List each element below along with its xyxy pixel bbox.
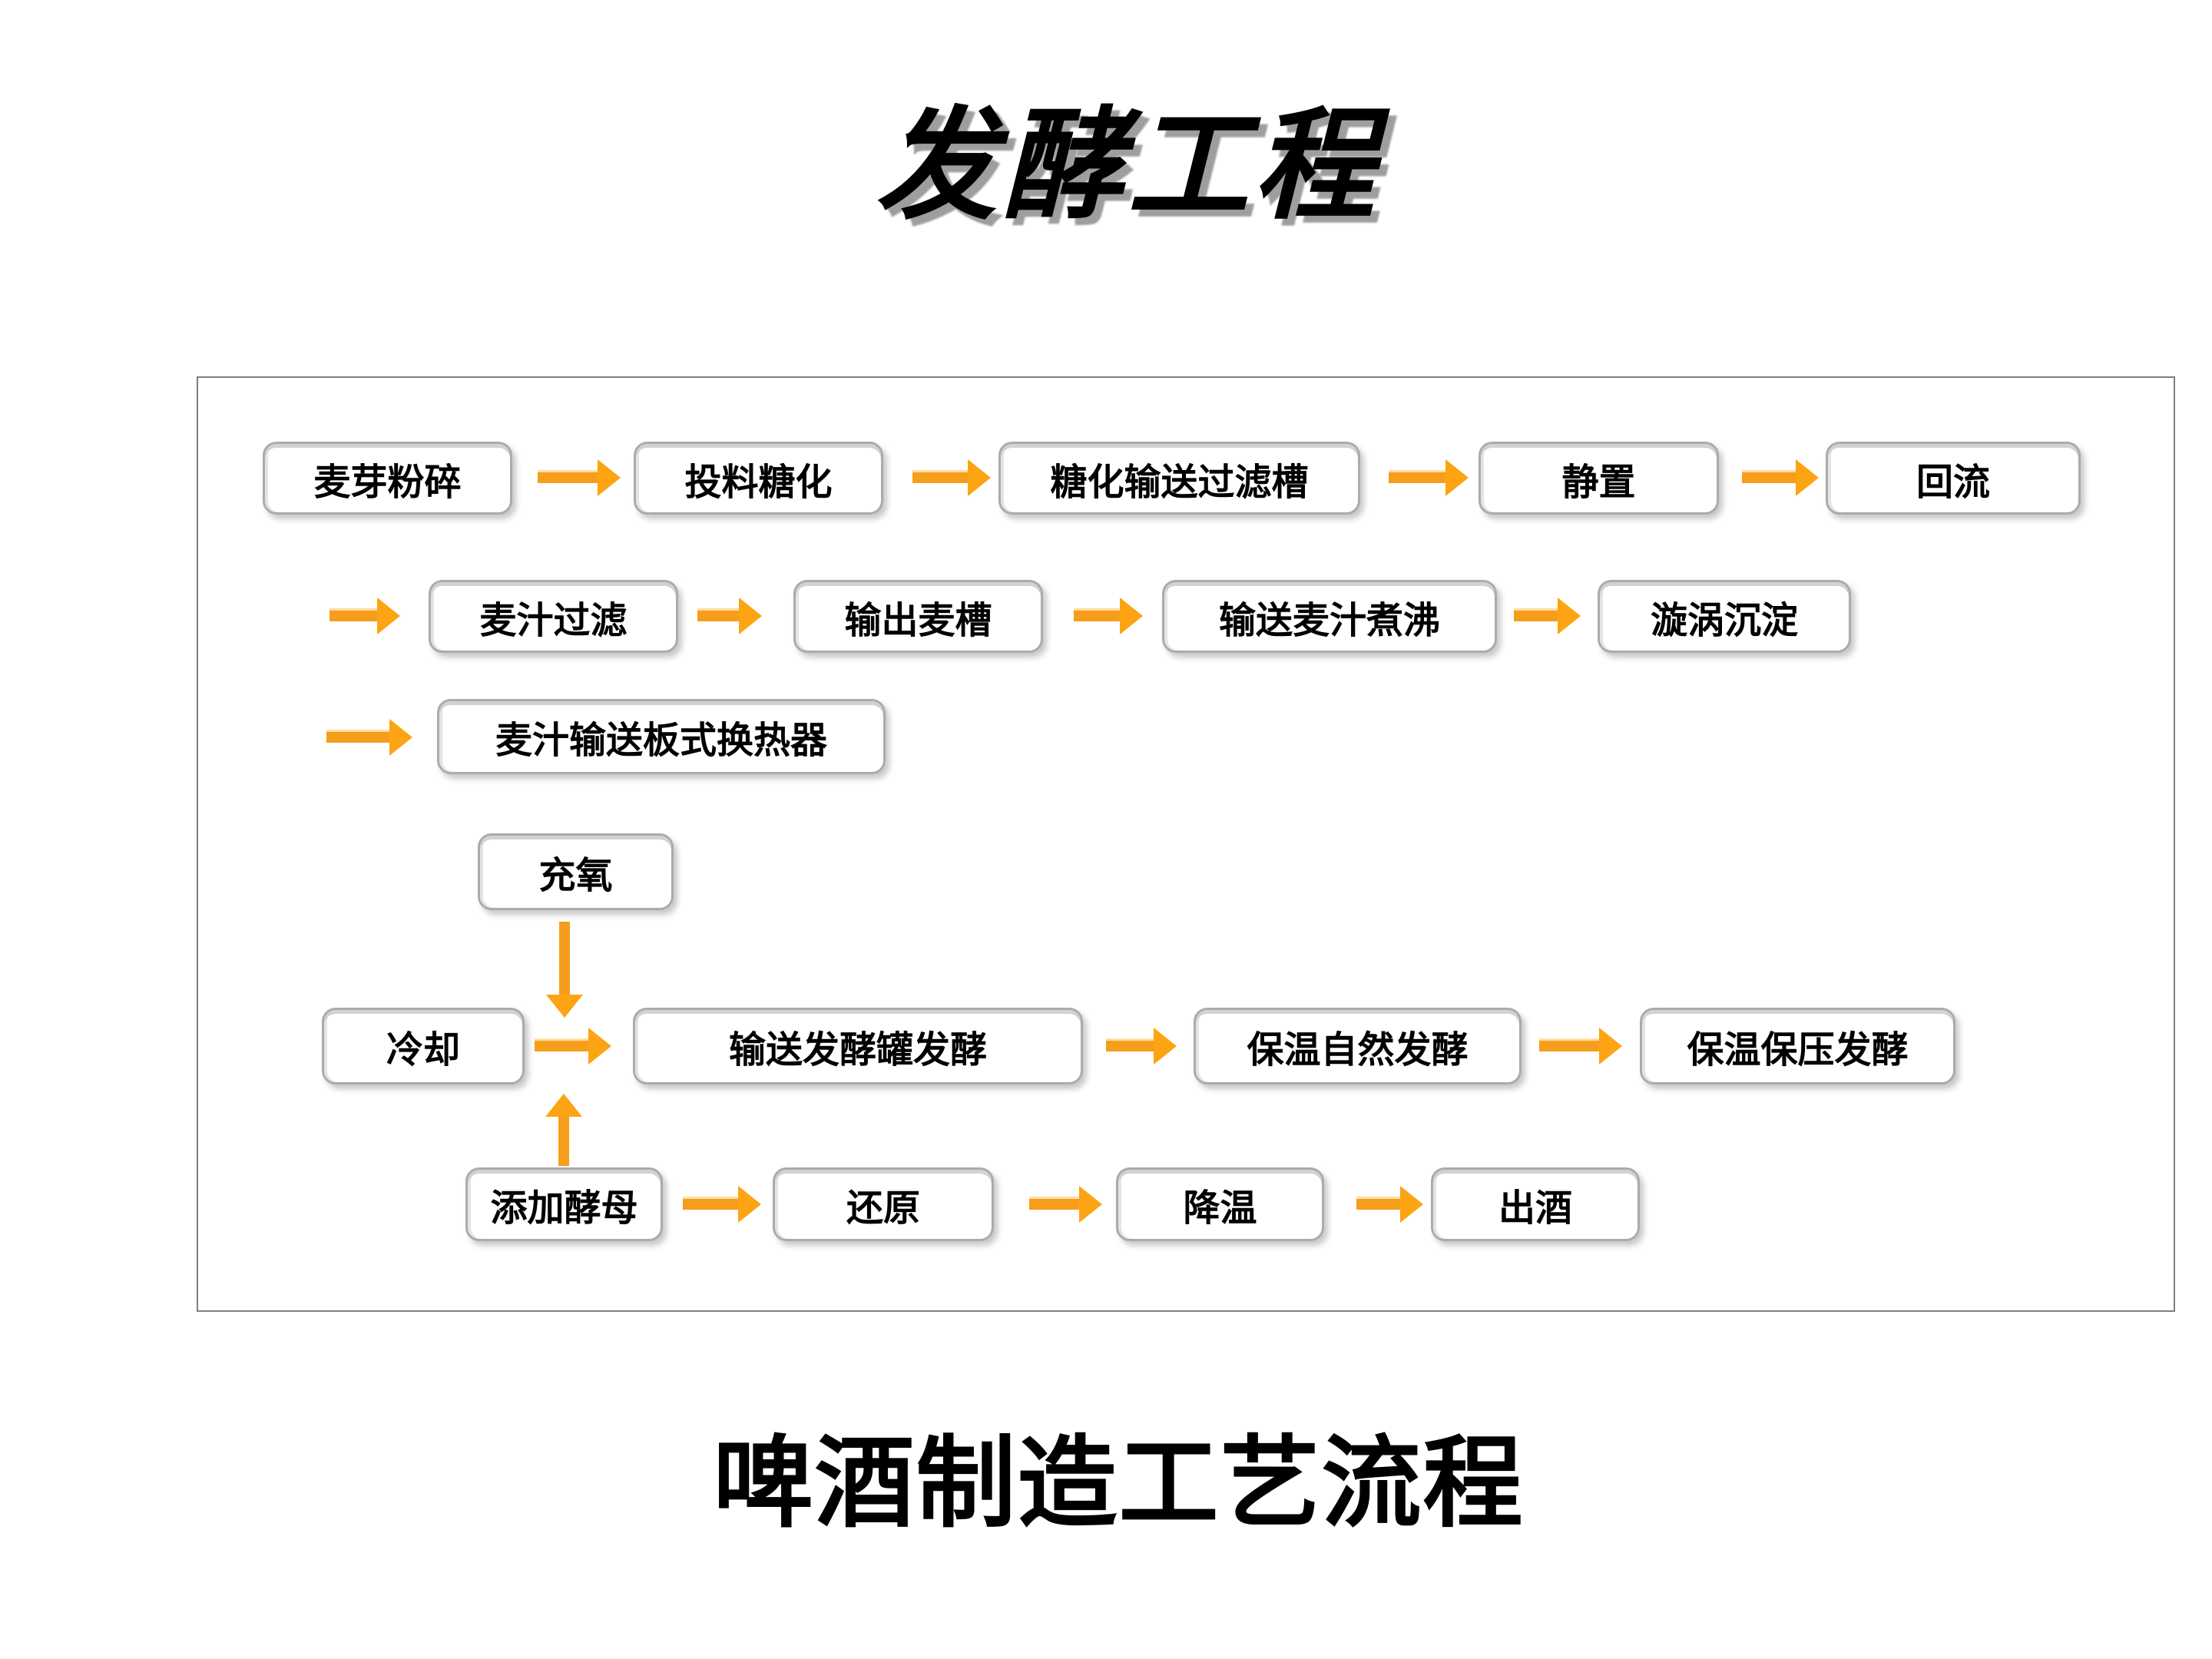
node-malt-milling: 麦芽粉碎 xyxy=(263,442,512,515)
arrow-right-icon xyxy=(1514,598,1581,634)
node-cooling: 冷却 xyxy=(322,1008,525,1084)
node-fermenter-transfer-fermentation: 输送发酵罐发酵 xyxy=(633,1008,1083,1084)
node-wort-filtration: 麦汁过滤 xyxy=(429,580,678,653)
node-mashing-in: 投料糖化 xyxy=(634,442,883,515)
node-warm-natural-fermentation: 保温自然发酵 xyxy=(1194,1008,1522,1084)
arrow-right-icon xyxy=(1106,1028,1177,1065)
node-whirlpool-sedimentation: 漩涡沉淀 xyxy=(1598,580,1851,653)
node-yeast-addition: 添加酵母 xyxy=(465,1167,663,1241)
node-warm-pressure-fermentation: 保温保压发酵 xyxy=(1640,1008,1955,1084)
arrow-right-icon xyxy=(683,1186,761,1223)
node-oxygenation: 充氧 xyxy=(478,833,674,910)
node-resting: 静置 xyxy=(1479,442,1719,515)
node-reduction: 还原 xyxy=(773,1167,994,1241)
arrow-right-icon xyxy=(1356,1186,1423,1223)
node-wort-boiling-transfer: 输送麦汁煮沸 xyxy=(1162,580,1497,653)
node-malt-trough-output: 输出麦槽 xyxy=(793,580,1043,653)
arrow-right-icon xyxy=(1074,598,1143,634)
arrow-right-icon xyxy=(538,459,621,496)
node-temperature-drop: 降温 xyxy=(1116,1167,1324,1241)
node-beer-output: 出酒 xyxy=(1431,1167,1640,1241)
arrow-right-icon xyxy=(1029,1186,1102,1223)
arrow-right-icon xyxy=(329,598,400,634)
arrow-up-icon xyxy=(545,1094,582,1166)
slide-title: 发酵工程 xyxy=(876,98,1379,233)
arrow-down-icon xyxy=(546,922,583,1018)
arrow-right-icon xyxy=(535,1028,611,1065)
arrow-right-icon xyxy=(1389,459,1469,496)
arrow-right-icon xyxy=(697,598,762,634)
arrow-right-icon xyxy=(326,719,412,756)
node-reflux: 回流 xyxy=(1826,442,2081,515)
arrow-right-icon xyxy=(912,459,991,496)
node-wort-plate-heat-exchanger: 麦汁输送板式换热器 xyxy=(437,699,886,774)
arrow-right-icon xyxy=(1742,459,1819,496)
arrow-right-icon xyxy=(1539,1028,1622,1065)
flowchart-caption: 啤酒制造工艺流程 xyxy=(713,1429,1525,1540)
node-mash-transfer-lauter-tun: 糖化输送过滤槽 xyxy=(998,442,1360,515)
